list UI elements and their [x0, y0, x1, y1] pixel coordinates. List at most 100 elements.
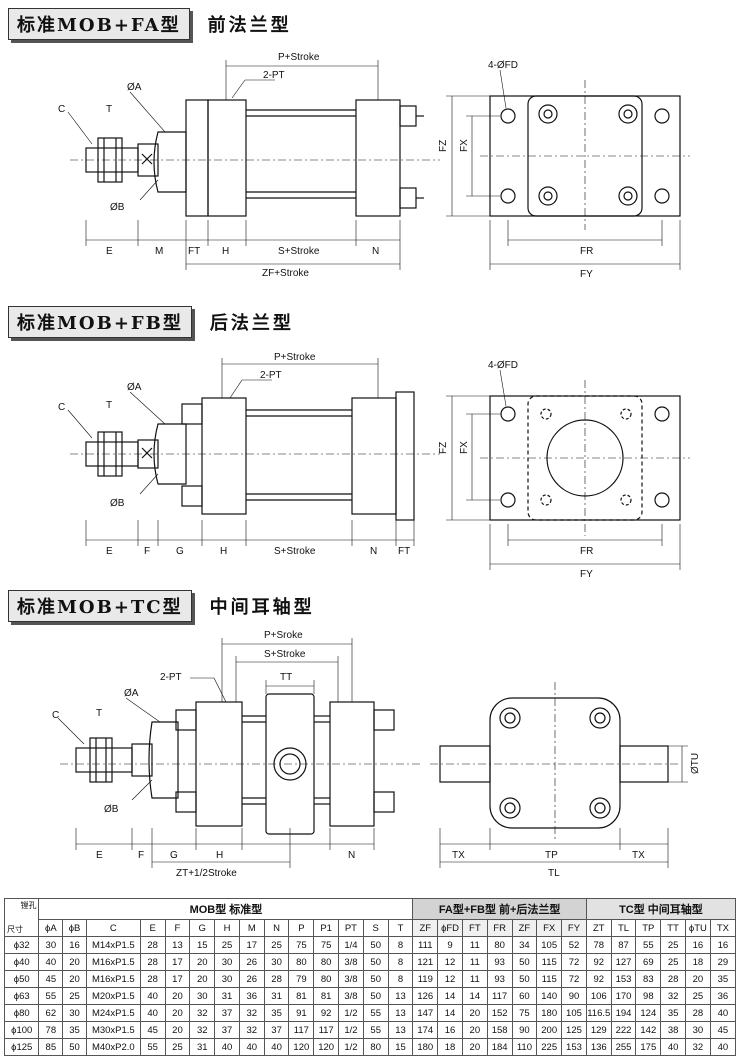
table-cell: 30 — [263, 953, 290, 971]
table-cell: 20 — [685, 970, 711, 988]
column-header: ϕB — [62, 919, 87, 937]
fb-drawing: P+Stroke 2-PT ØA C T ØB E F G H S+Stroke… — [58, 352, 690, 578]
column-header: TT — [660, 919, 686, 937]
table-cell: 153 — [561, 1038, 587, 1056]
fb-label-fr: FR — [580, 546, 593, 557]
fb-label-t: T — [106, 400, 112, 411]
bore-size-cell: ϕ100 — [3, 1021, 40, 1039]
table-cell: 115 — [536, 970, 563, 988]
column-header: ϕA — [38, 919, 64, 937]
fb-label-fd: 4-ØFD — [488, 360, 518, 371]
fb-label-n: N — [370, 546, 377, 557]
table-cell: 32 — [189, 1004, 216, 1022]
table-cell: 26 — [238, 970, 265, 988]
table-cell: M16xP1.5 — [85, 970, 141, 988]
table-cell: 62 — [38, 1004, 64, 1022]
table-cell: 37 — [214, 1021, 240, 1039]
table-cell: 93 — [486, 953, 513, 971]
table-cell: 91 — [288, 1004, 315, 1022]
fb-label-e: E — [106, 546, 113, 557]
table-cell: 126 — [412, 987, 439, 1005]
table-cell: 50 — [511, 970, 538, 988]
fb-label-a: ØA — [127, 382, 142, 393]
table-cell: 72 — [561, 970, 587, 988]
table-cell: 55 — [362, 1021, 389, 1039]
table-cell: 225 — [536, 1038, 563, 1056]
table-cell: 194 — [610, 1004, 637, 1022]
table-cell: 14 — [461, 987, 488, 1005]
table-cell: 170 — [610, 987, 637, 1005]
table-cell: 83 — [635, 970, 662, 988]
table-cell: 3/8 — [338, 953, 364, 971]
bore-size-cell: ϕ63 — [3, 987, 40, 1005]
table-cell: 93 — [486, 970, 513, 988]
column-header: C — [85, 919, 141, 937]
table-cell: M40xP2.0 — [85, 1038, 141, 1056]
table-cell: 20 — [164, 1021, 191, 1039]
table-cell: 50 — [362, 970, 389, 988]
tc-label-e: E — [96, 850, 103, 861]
table-cell: 119 — [412, 970, 439, 988]
table-cell: 124 — [635, 1004, 662, 1022]
table-cell: 158 — [486, 1021, 513, 1039]
table-cell: 1/4 — [338, 936, 364, 954]
fa-label-pt: 2-PT — [263, 70, 285, 81]
column-header: G — [189, 919, 216, 937]
table-cell: 12 — [437, 953, 463, 971]
table-cell: 9 — [437, 936, 463, 954]
table-cell: 25 — [660, 936, 686, 954]
table-cell: 11 — [461, 936, 488, 954]
tc-label-p-sroke: P+Sroke — [264, 630, 303, 641]
table-cell: 69 — [635, 953, 662, 971]
table-cell: 31 — [214, 987, 240, 1005]
section-fa-title: 标准MOB+FA型 — [8, 8, 190, 40]
table-cell: 55 — [38, 987, 64, 1005]
table-cell: 180 — [412, 1038, 439, 1056]
table-cell: 72 — [561, 953, 587, 971]
table-cell: 25 — [62, 987, 87, 1005]
table-cell: 16 — [437, 1021, 463, 1039]
table-cell: 30 — [189, 987, 216, 1005]
table-cell: 20 — [461, 1038, 488, 1056]
table-cell: 92 — [585, 953, 612, 971]
table-cell: 30 — [214, 970, 240, 988]
table-cell: 31 — [189, 1038, 216, 1056]
column-header: N — [263, 919, 290, 937]
table-cell: 18 — [437, 1038, 463, 1056]
group-tc: TC型 中间耳轴型 — [585, 898, 737, 920]
table-cell: 25 — [660, 953, 686, 971]
table-cell: 90 — [511, 1021, 538, 1039]
table-cell: 45 — [139, 1021, 166, 1039]
column-header: T — [387, 919, 414, 937]
table-cell: 90 — [561, 987, 587, 1005]
fa-label-fz: FZ — [438, 140, 449, 152]
table-cell: 28 — [139, 953, 166, 971]
table-cell: 20 — [62, 953, 87, 971]
table-cell: 200 — [536, 1021, 563, 1039]
table-cell: 25 — [214, 936, 240, 954]
table-cell: 28 — [139, 936, 166, 954]
section-tc-title: 标准MOB+TC型 — [8, 590, 192, 622]
table-cell: 106 — [585, 987, 612, 1005]
fa-label-t: T — [106, 104, 112, 115]
table-cell: 25 — [164, 1038, 191, 1056]
bore-size-cell: ϕ80 — [3, 1004, 40, 1022]
fa-drawing: P+Stroke 2-PT ØA C T ØB E M FT H S+Strok… — [58, 52, 690, 280]
table-cell: M20xP1.5 — [85, 987, 141, 1005]
group-fa-fb: FA型+FB型 前+后法兰型 — [412, 898, 587, 920]
table-cell: 79 — [288, 970, 315, 988]
fa-label-n: N — [372, 246, 379, 257]
table-cell: 125 — [561, 1021, 587, 1039]
column-header: PT — [338, 919, 364, 937]
table-cell: 120 — [288, 1038, 315, 1056]
table-cell: 142 — [635, 1021, 662, 1039]
table-cell: 55 — [139, 1038, 166, 1056]
table-cell: M14xP1.5 — [85, 936, 141, 954]
table-corner-cell: 镗孔 尺寸 — [3, 898, 40, 937]
table-cell: 78 — [38, 1021, 64, 1039]
table-cell: 80 — [362, 1038, 389, 1056]
column-header: P — [288, 919, 315, 937]
table-cell: 40 — [709, 1004, 737, 1022]
